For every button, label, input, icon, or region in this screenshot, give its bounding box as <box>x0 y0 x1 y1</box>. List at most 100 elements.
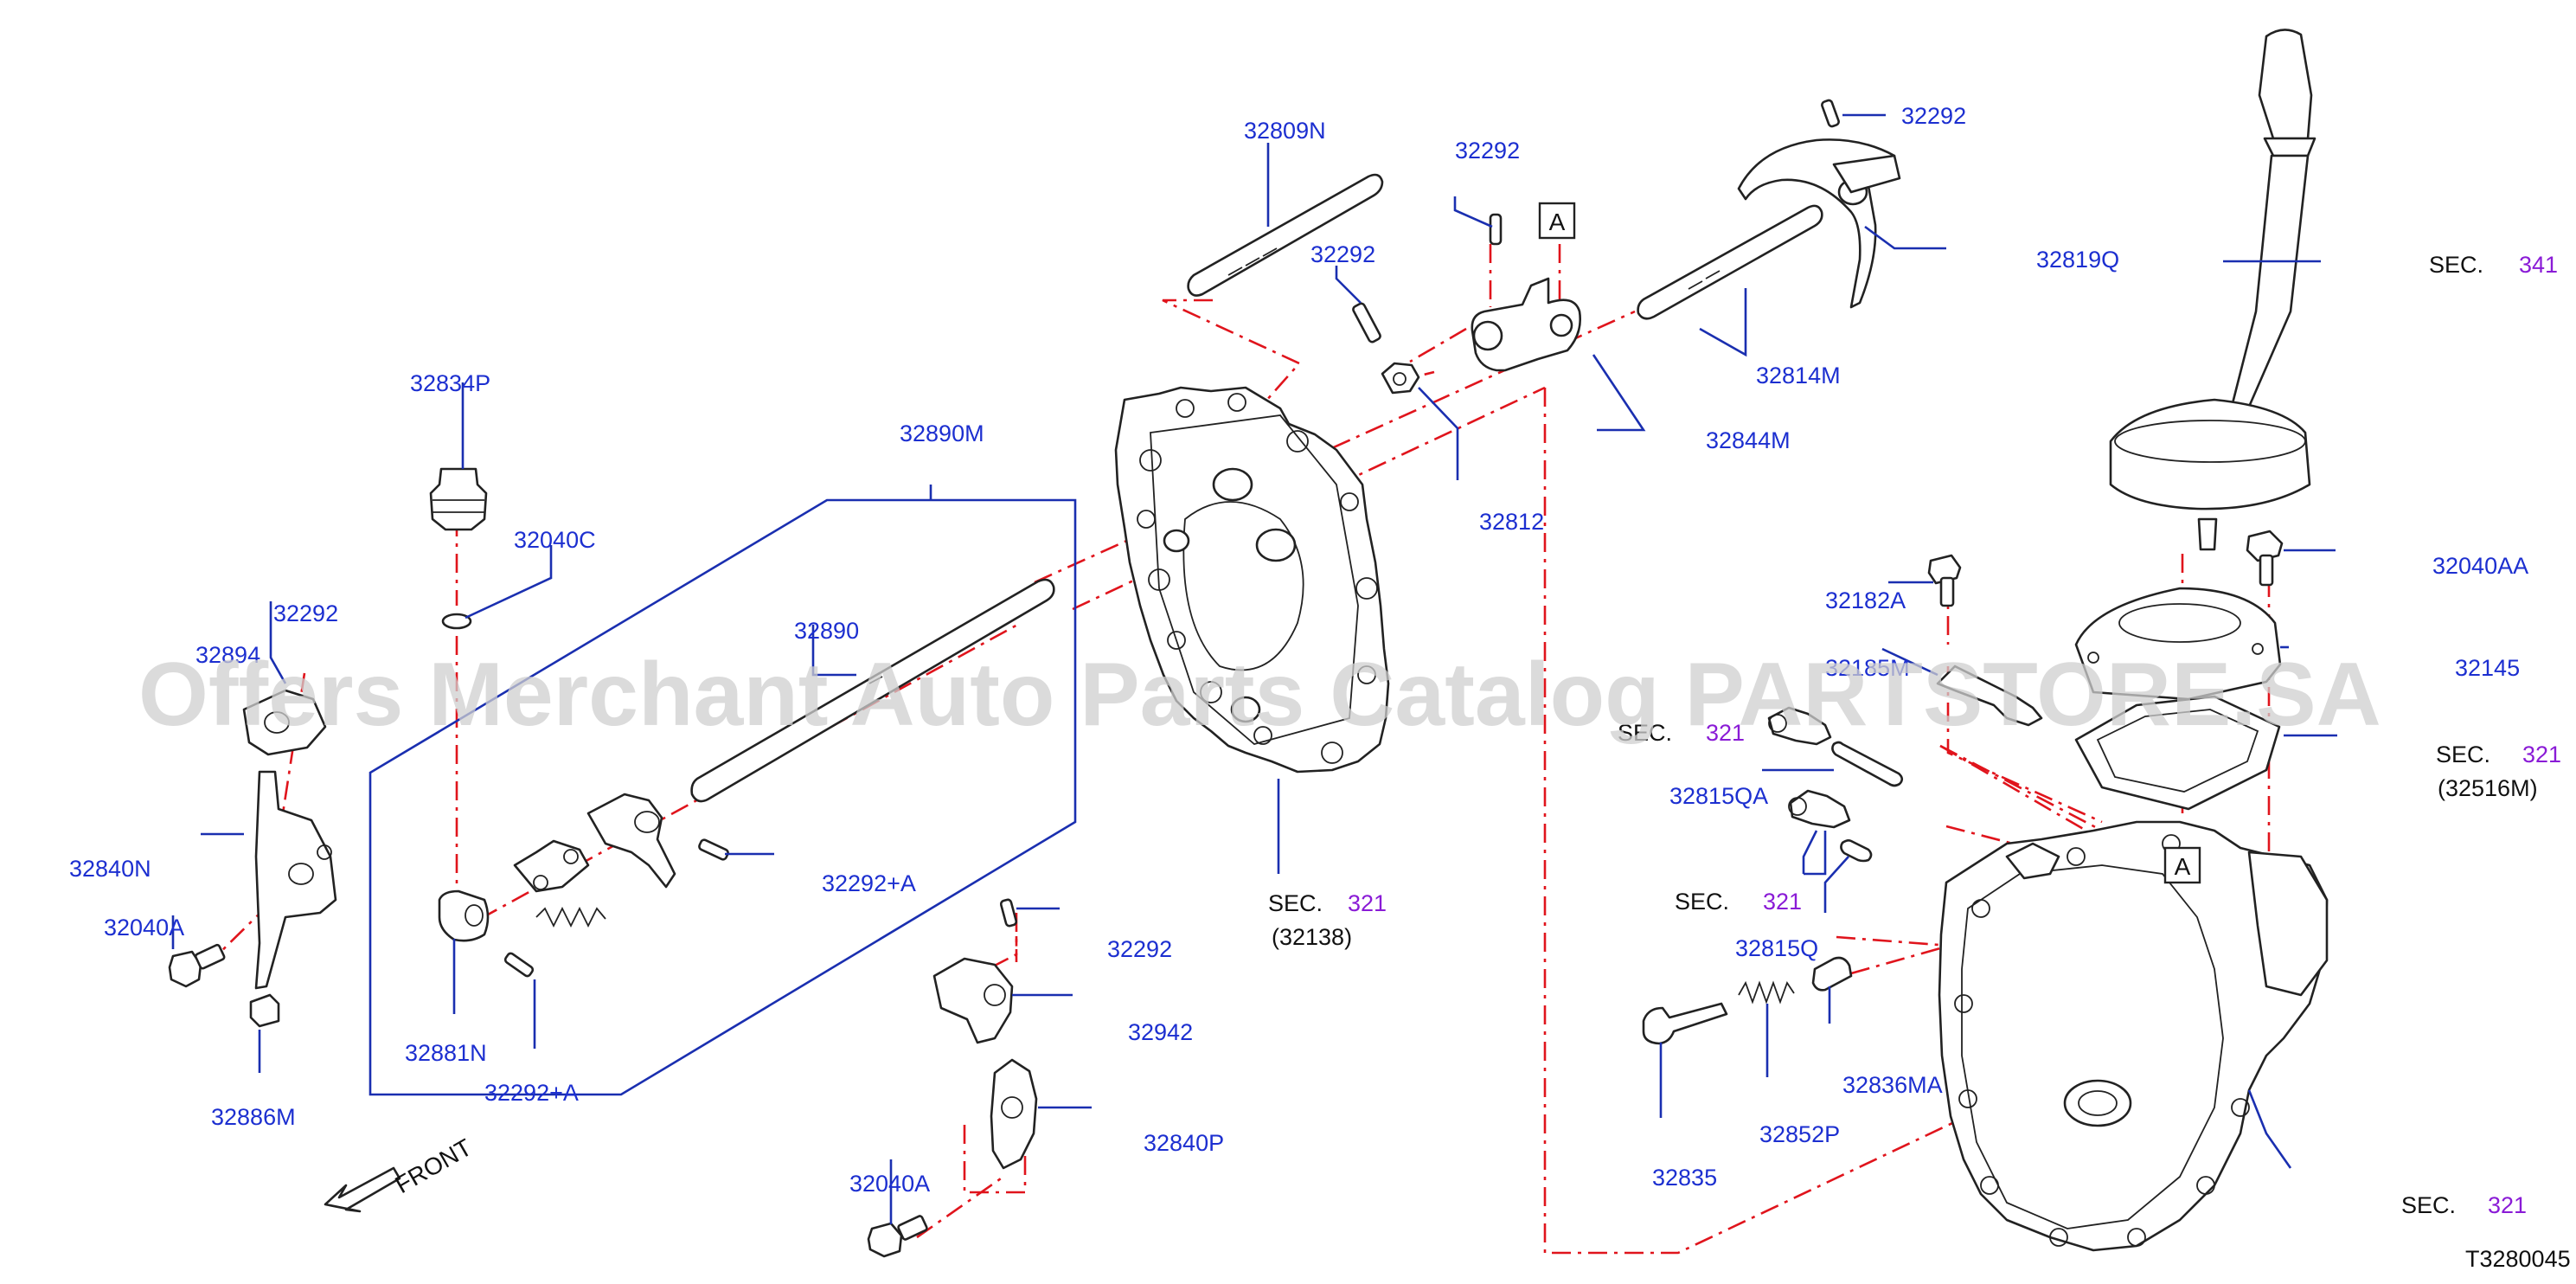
bracket-32185M <box>1936 664 2043 727</box>
label-32809N: 32809N <box>1244 118 1326 144</box>
label-32292-mid: 32292 <box>1310 241 1375 267</box>
block-32886M <box>249 993 280 1028</box>
label-32292-upper: 32292 <box>1455 138 1520 164</box>
label-32292-left: 32292 <box>273 600 338 626</box>
label-32852P: 32852P <box>1759 1121 1840 1147</box>
pin-32292A-upper <box>698 838 729 861</box>
label-32292A-right: 32292+A <box>822 870 916 896</box>
label-32040C: 32040C <box>514 527 596 553</box>
label-32040AA: 32040AA <box>2432 553 2528 579</box>
sec-321-a-prefix: SEC. <box>1618 720 1672 746</box>
section-references: SEC. 341 SEC. 321 (32138) SEC. 321 SEC. … <box>1268 252 2561 1218</box>
watermark: Offers Merchant Auto Parts Catalog PARTS… <box>138 645 2381 745</box>
label-32894: 32894 <box>195 642 260 668</box>
label-32835: 32835 <box>1652 1165 1717 1191</box>
ref-marker-bottom: A <box>2163 846 2201 884</box>
label-32292-top: 32292 <box>1901 103 1966 129</box>
sec-321-gasket-sub: (32516M) <box>2438 775 2538 801</box>
label-32890: 32890 <box>794 618 859 644</box>
bolt-32040A-left <box>168 943 226 988</box>
pin-32292-bottom <box>999 898 1018 928</box>
label-32292-bottom: 32292 <box>1107 936 1172 962</box>
switch-32815QA <box>1767 706 1832 746</box>
label-32292A-bottom: 32292+A <box>484 1080 579 1106</box>
shift-fork-32819Q <box>1737 138 1901 309</box>
spring-detent <box>535 906 606 928</box>
label-32834P: 32834P <box>410 370 490 396</box>
label-32819Q: 32819Q <box>2036 247 2119 273</box>
control-housing-32145 <box>2074 587 2282 701</box>
plunger-32815Q <box>1840 839 1873 863</box>
sec-321-b-prefix: SEC. <box>1675 889 1729 915</box>
ref-marker-top: A <box>1538 202 1576 240</box>
sec-321-trans-prefix: SEC. <box>2401 1192 2456 1218</box>
label-32840N: 32840N <box>69 856 151 882</box>
o-ring-32040C <box>441 613 472 630</box>
label-32145: 32145 <box>2455 655 2520 681</box>
front-label: FRONT <box>391 1133 477 1198</box>
lever-32840P <box>990 1058 1038 1170</box>
sec-321-case-prefix: SEC. <box>1268 890 1323 916</box>
sec-341-prefix: SEC. <box>2429 252 2483 278</box>
sec-321-case-sub: (32138) <box>1272 924 1352 950</box>
ref-marker-bottom-label: A <box>2175 853 2191 880</box>
pin-32292-mid <box>1352 302 1381 343</box>
lever-32840N <box>254 770 337 990</box>
bracket-32894 <box>242 689 327 756</box>
sec-321-gasket-num: 321 <box>2522 742 2561 767</box>
rod-32815QA <box>1831 741 1904 787</box>
shift-rod-32814M <box>1637 204 1823 320</box>
sec-321-a-num: 321 <box>1706 720 1745 746</box>
label-32844M: 32844M <box>1706 427 1791 453</box>
plug-32836MA <box>1811 956 1853 992</box>
joint-32881N <box>438 889 490 942</box>
interlock-plate <box>513 839 590 893</box>
pin-32292-upper <box>1489 213 1503 246</box>
label-32890M: 32890M <box>900 421 984 446</box>
sec-321-b-num: 321 <box>1763 889 1802 915</box>
label-32040A-left: 32040A <box>104 915 184 941</box>
label-32815QA: 32815QA <box>1669 783 1768 809</box>
part-labels: 32809N 32292 32292 32292 32292 32292 328… <box>69 103 2528 1197</box>
ref-marker-top-label: A <box>1549 209 1566 235</box>
sec-321-case-num: 321 <box>1348 890 1387 916</box>
pin-32292-top <box>1821 99 1840 128</box>
transmission-case-right <box>1938 820 2329 1252</box>
spring-32852P <box>1738 980 1795 1005</box>
bolt-32182A <box>1927 554 1962 607</box>
label-32840P: 32840P <box>1144 1130 1224 1156</box>
shift-lever-knob <box>2109 29 2316 551</box>
shaft-32835 <box>1642 1002 1728 1045</box>
bracket-32942 <box>932 957 1014 1044</box>
label-32040A-bottom: 32040A <box>849 1171 930 1197</box>
nut-32812 <box>1381 362 1420 395</box>
pin-32292A-lower <box>503 952 535 978</box>
switch-32815Q <box>1788 789 1851 829</box>
sec-321-trans-num: 321 <box>2488 1192 2527 1218</box>
label-32836MA: 32836MA <box>1842 1072 1943 1098</box>
label-32812: 32812 <box>1479 509 1544 535</box>
label-32814M: 32814M <box>1756 363 1841 388</box>
plug-32834P <box>429 467 488 531</box>
sec-341-num: 341 <box>2519 252 2558 278</box>
transmission-case-center <box>1114 386 1390 774</box>
label-32815Q: 32815Q <box>1735 935 1818 961</box>
shift-rod-32890 <box>690 578 1055 803</box>
shift-head-32844M <box>1471 277 1581 372</box>
gasket-32516M <box>2074 695 2281 811</box>
shift-rod-32809N <box>1187 173 1384 297</box>
bolt-32040A-bottom <box>867 1215 928 1258</box>
label-32185M: 32185M <box>1825 655 1910 681</box>
label-32942: 32942 <box>1128 1019 1193 1045</box>
sec-321-gasket-prefix: SEC. <box>2436 742 2490 767</box>
leader-lines <box>171 113 2337 1224</box>
diagram-code: T3280045 <box>2465 1246 2571 1272</box>
label-32881N: 32881N <box>405 1040 487 1066</box>
bolt-32040AA <box>2246 530 2284 587</box>
striker-lever <box>586 793 676 889</box>
label-32886M: 32886M <box>211 1104 296 1130</box>
shift-rod-assembly-frame <box>368 498 1077 1096</box>
front-direction-arrow: FRONT <box>324 1133 477 1213</box>
label-32182A: 32182A <box>1825 587 1906 613</box>
